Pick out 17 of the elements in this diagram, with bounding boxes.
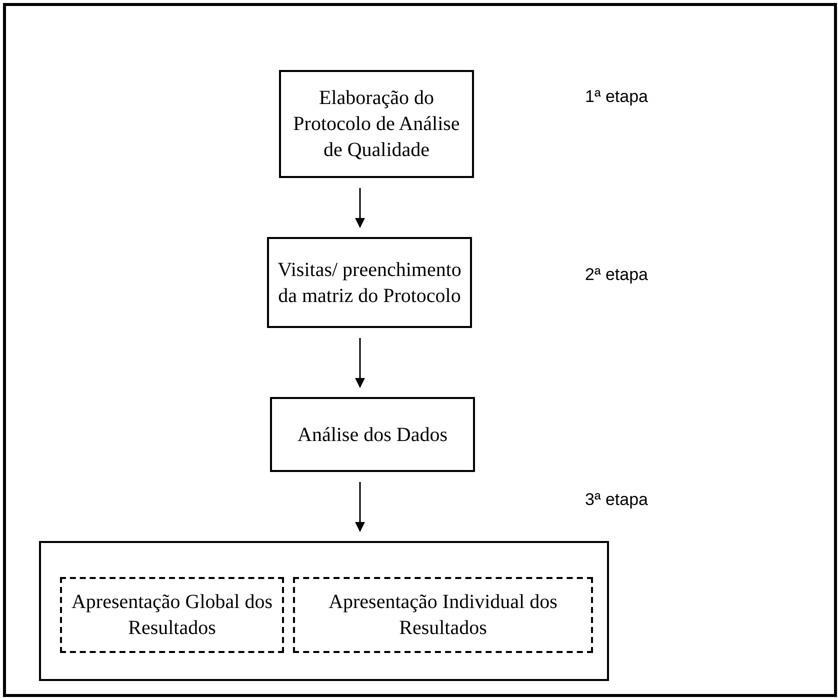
arrow: [355, 188, 365, 228]
box-text: Análise dos Dados: [296, 422, 448, 448]
box-text: Apresentação Global dos Resultados: [70, 590, 274, 641]
group-box: [39, 541, 609, 681]
process-box: [267, 237, 472, 328]
box-text: Visitas/ preenchimento da matriz do Protocolo: [276, 258, 462, 308]
process-box: [270, 397, 475, 472]
dashed-box: [60, 577, 284, 653]
dashed-box: [293, 577, 593, 653]
stage-label: 3ª etapa: [585, 489, 648, 511]
arrow: [355, 482, 365, 532]
process-box: [279, 70, 474, 178]
arrow: [355, 338, 365, 388]
box-text: Elaboração do Protocolo de Análise de Qualidade: [292, 86, 461, 163]
stage-label: 2ª etapa: [585, 264, 648, 286]
stage-label: 1ª etapa: [585, 86, 648, 108]
box-text: Apresentação Individual dos Resultados: [328, 590, 558, 641]
